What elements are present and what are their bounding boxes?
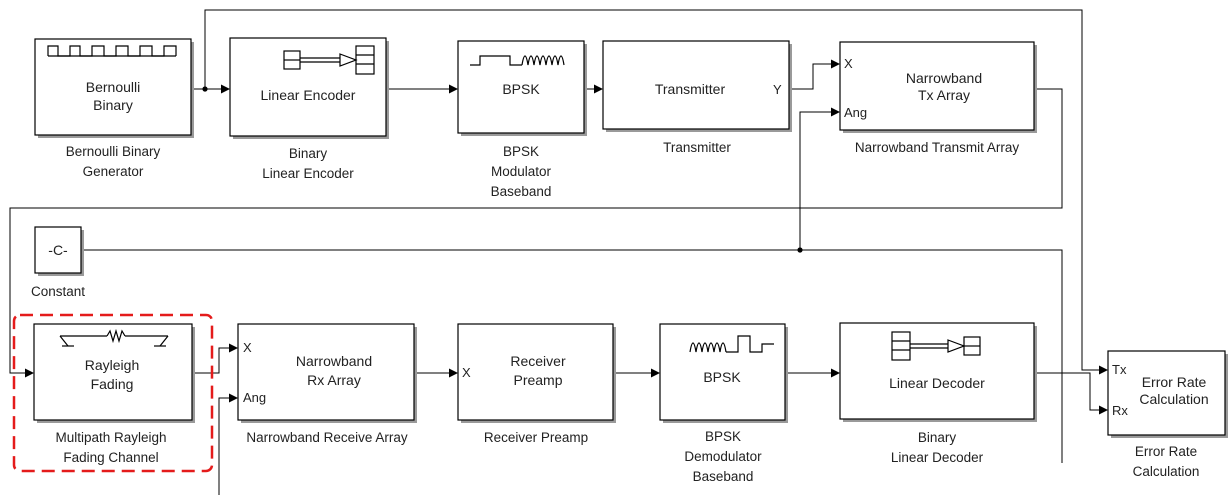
- bernoulli-caption-2: Generator: [83, 164, 144, 179]
- preamp-caption: Receiver Preamp: [484, 430, 588, 445]
- preamp-label-2: Preamp: [513, 372, 562, 388]
- error-rate-port-rx: Rx: [1112, 403, 1128, 418]
- bpsk-mod-caption-2: Modulator: [491, 164, 552, 179]
- tx-array-port-x: X: [844, 56, 853, 71]
- fading-channel-icon: [59, 328, 169, 347]
- rayleigh-label-1: Rayleigh: [85, 357, 139, 373]
- tx-array-label-2: Tx Array: [918, 87, 970, 103]
- encoder-caption-2: Linear Encoder: [262, 166, 354, 181]
- decoder-caption-2: Linear Decoder: [891, 450, 984, 465]
- rayleigh-caption-1: Multipath Rayleigh: [55, 430, 166, 445]
- bpsk-mod-label: BPSK: [502, 81, 540, 97]
- line-transmitter-txarray[interactable]: [790, 63, 832, 90]
- arrow-rxarray-x: [229, 343, 238, 353]
- encoder-caption-1: Binary: [289, 146, 328, 161]
- rx-array-port-ang: Ang: [243, 390, 266, 405]
- preamp-port-x: X: [462, 365, 471, 380]
- arrow-preamp-in: [449, 368, 458, 378]
- bpsk-demodulation-icon: [689, 335, 774, 353]
- linear-encoder-block[interactable]: Linear Encoder Binary Linear Encoder: [229, 37, 389, 181]
- arrow-decoder-in: [831, 368, 840, 378]
- error-rate-caption-1: Error Rate: [1135, 444, 1197, 459]
- arrow-transmitter-in: [594, 84, 603, 94]
- rx-array-caption: Narrowband Receive Array: [246, 430, 408, 445]
- arrow-rayleigh-in: [25, 368, 34, 378]
- arrow-txarray-x: [831, 59, 840, 69]
- constant-label: -C-: [48, 242, 68, 258]
- line-rxarray-angle[interactable]: [218, 397, 230, 495]
- constant-caption: Constant: [31, 284, 85, 299]
- bernoulli-binary-generator-block[interactable]: Bernoulli Binary Bernoulli Binary Genera…: [34, 38, 194, 179]
- transmitter-caption: Transmitter: [663, 140, 731, 155]
- bpsk-demod-caption-2: Demodulator: [684, 449, 762, 464]
- arrow-encoder-in: [221, 84, 230, 94]
- narrowband-tx-array-block[interactable]: X Ang Narrowband Tx Array Narrowband Tra…: [839, 41, 1037, 155]
- transmitter-block[interactable]: Transmitter Y Transmitter: [602, 40, 792, 155]
- error-rate-port-tx: Tx: [1112, 362, 1127, 377]
- decoder-label: Linear Decoder: [889, 375, 985, 391]
- decoder-caption-1: Binary: [918, 430, 957, 445]
- encoder-icon: [283, 45, 375, 75]
- rayleigh-caption-2: Fading Channel: [63, 450, 158, 465]
- highlight-dashed-box: [12, 313, 214, 473]
- transmitter-port-y: Y: [773, 82, 782, 97]
- arrow-txarray-ang: [831, 107, 840, 117]
- arrow-demod-in: [651, 368, 660, 378]
- bpsk-modulator-block[interactable]: BPSK BPSK Modulator Baseband: [457, 40, 587, 199]
- line-angle-txarray[interactable]: [799, 111, 832, 250]
- line-reference-bits[interactable]: [204, 9, 1100, 371]
- arrow-error-rx: [1099, 405, 1108, 415]
- decoder-icon: [891, 331, 981, 361]
- arrow-bpsk-mod-in: [449, 84, 458, 94]
- rx-array-label-2: Rx Array: [307, 372, 361, 388]
- rx-array-port-x: X: [243, 340, 252, 355]
- error-rate-caption-2: Calculation: [1133, 464, 1200, 479]
- transmitter-label: Transmitter: [655, 81, 726, 97]
- bpsk-demodulator-block[interactable]: BPSK BPSK Demodulator Baseband: [659, 323, 788, 484]
- bernoulli-label-2: Binary: [93, 97, 133, 113]
- narrowband-rx-array-block[interactable]: X Ang Narrowband Rx Array Narrowband Rec…: [237, 323, 417, 445]
- line-txarray-rayleigh[interactable]: [9, 88, 1063, 374]
- linear-decoder-block[interactable]: Linear Decoder Binary Linear Decoder: [839, 322, 1037, 465]
- bpsk-demod-label: BPSK: [703, 369, 741, 385]
- line-rayleigh-rxarray[interactable]: [195, 347, 230, 374]
- rayleigh-label-2: Fading: [91, 376, 134, 392]
- bernoulli-label-1: Bernoulli: [86, 79, 140, 95]
- arrow-error-tx: [1099, 365, 1108, 375]
- bpsk-mod-caption-1: BPSK: [503, 144, 539, 159]
- line-decoder-error[interactable]: [1036, 372, 1100, 411]
- error-rate-label-2: Calculation: [1139, 391, 1208, 407]
- error-rate-calculation-block[interactable]: Tx Rx Error Rate Calculation Error Rate …: [1107, 350, 1228, 479]
- tx-array-caption: Narrowband Transmit Array: [855, 140, 1020, 155]
- rx-array-label-1: Narrowband: [296, 353, 372, 369]
- bpsk-modulation-icon: [470, 55, 565, 66]
- line-constant-angle[interactable]: [82, 249, 1063, 463]
- constant-block[interactable]: -C- Constant: [31, 226, 85, 299]
- bernoulli-caption-1: Bernoulli Binary: [66, 144, 161, 159]
- receiver-preamp-block[interactable]: X Receiver Preamp Receiver Preamp: [457, 323, 616, 445]
- tx-array-label-1: Narrowband: [906, 70, 982, 86]
- error-rate-label-1: Error Rate: [1142, 374, 1207, 390]
- tx-array-port-ang: Ang: [844, 105, 867, 120]
- signal-lines: [9, 9, 1108, 495]
- bpsk-demod-caption-3: Baseband: [693, 469, 754, 484]
- bpsk-demod-caption-1: BPSK: [705, 429, 741, 444]
- rayleigh-fading-block[interactable]: Rayleigh Fading Multipath Rayleigh Fadin…: [33, 323, 195, 465]
- bpsk-mod-caption-3: Baseband: [491, 184, 552, 199]
- preamp-label-1: Receiver: [510, 353, 566, 369]
- encoder-label: Linear Encoder: [261, 87, 356, 103]
- arrow-rxarray-ang: [229, 393, 238, 403]
